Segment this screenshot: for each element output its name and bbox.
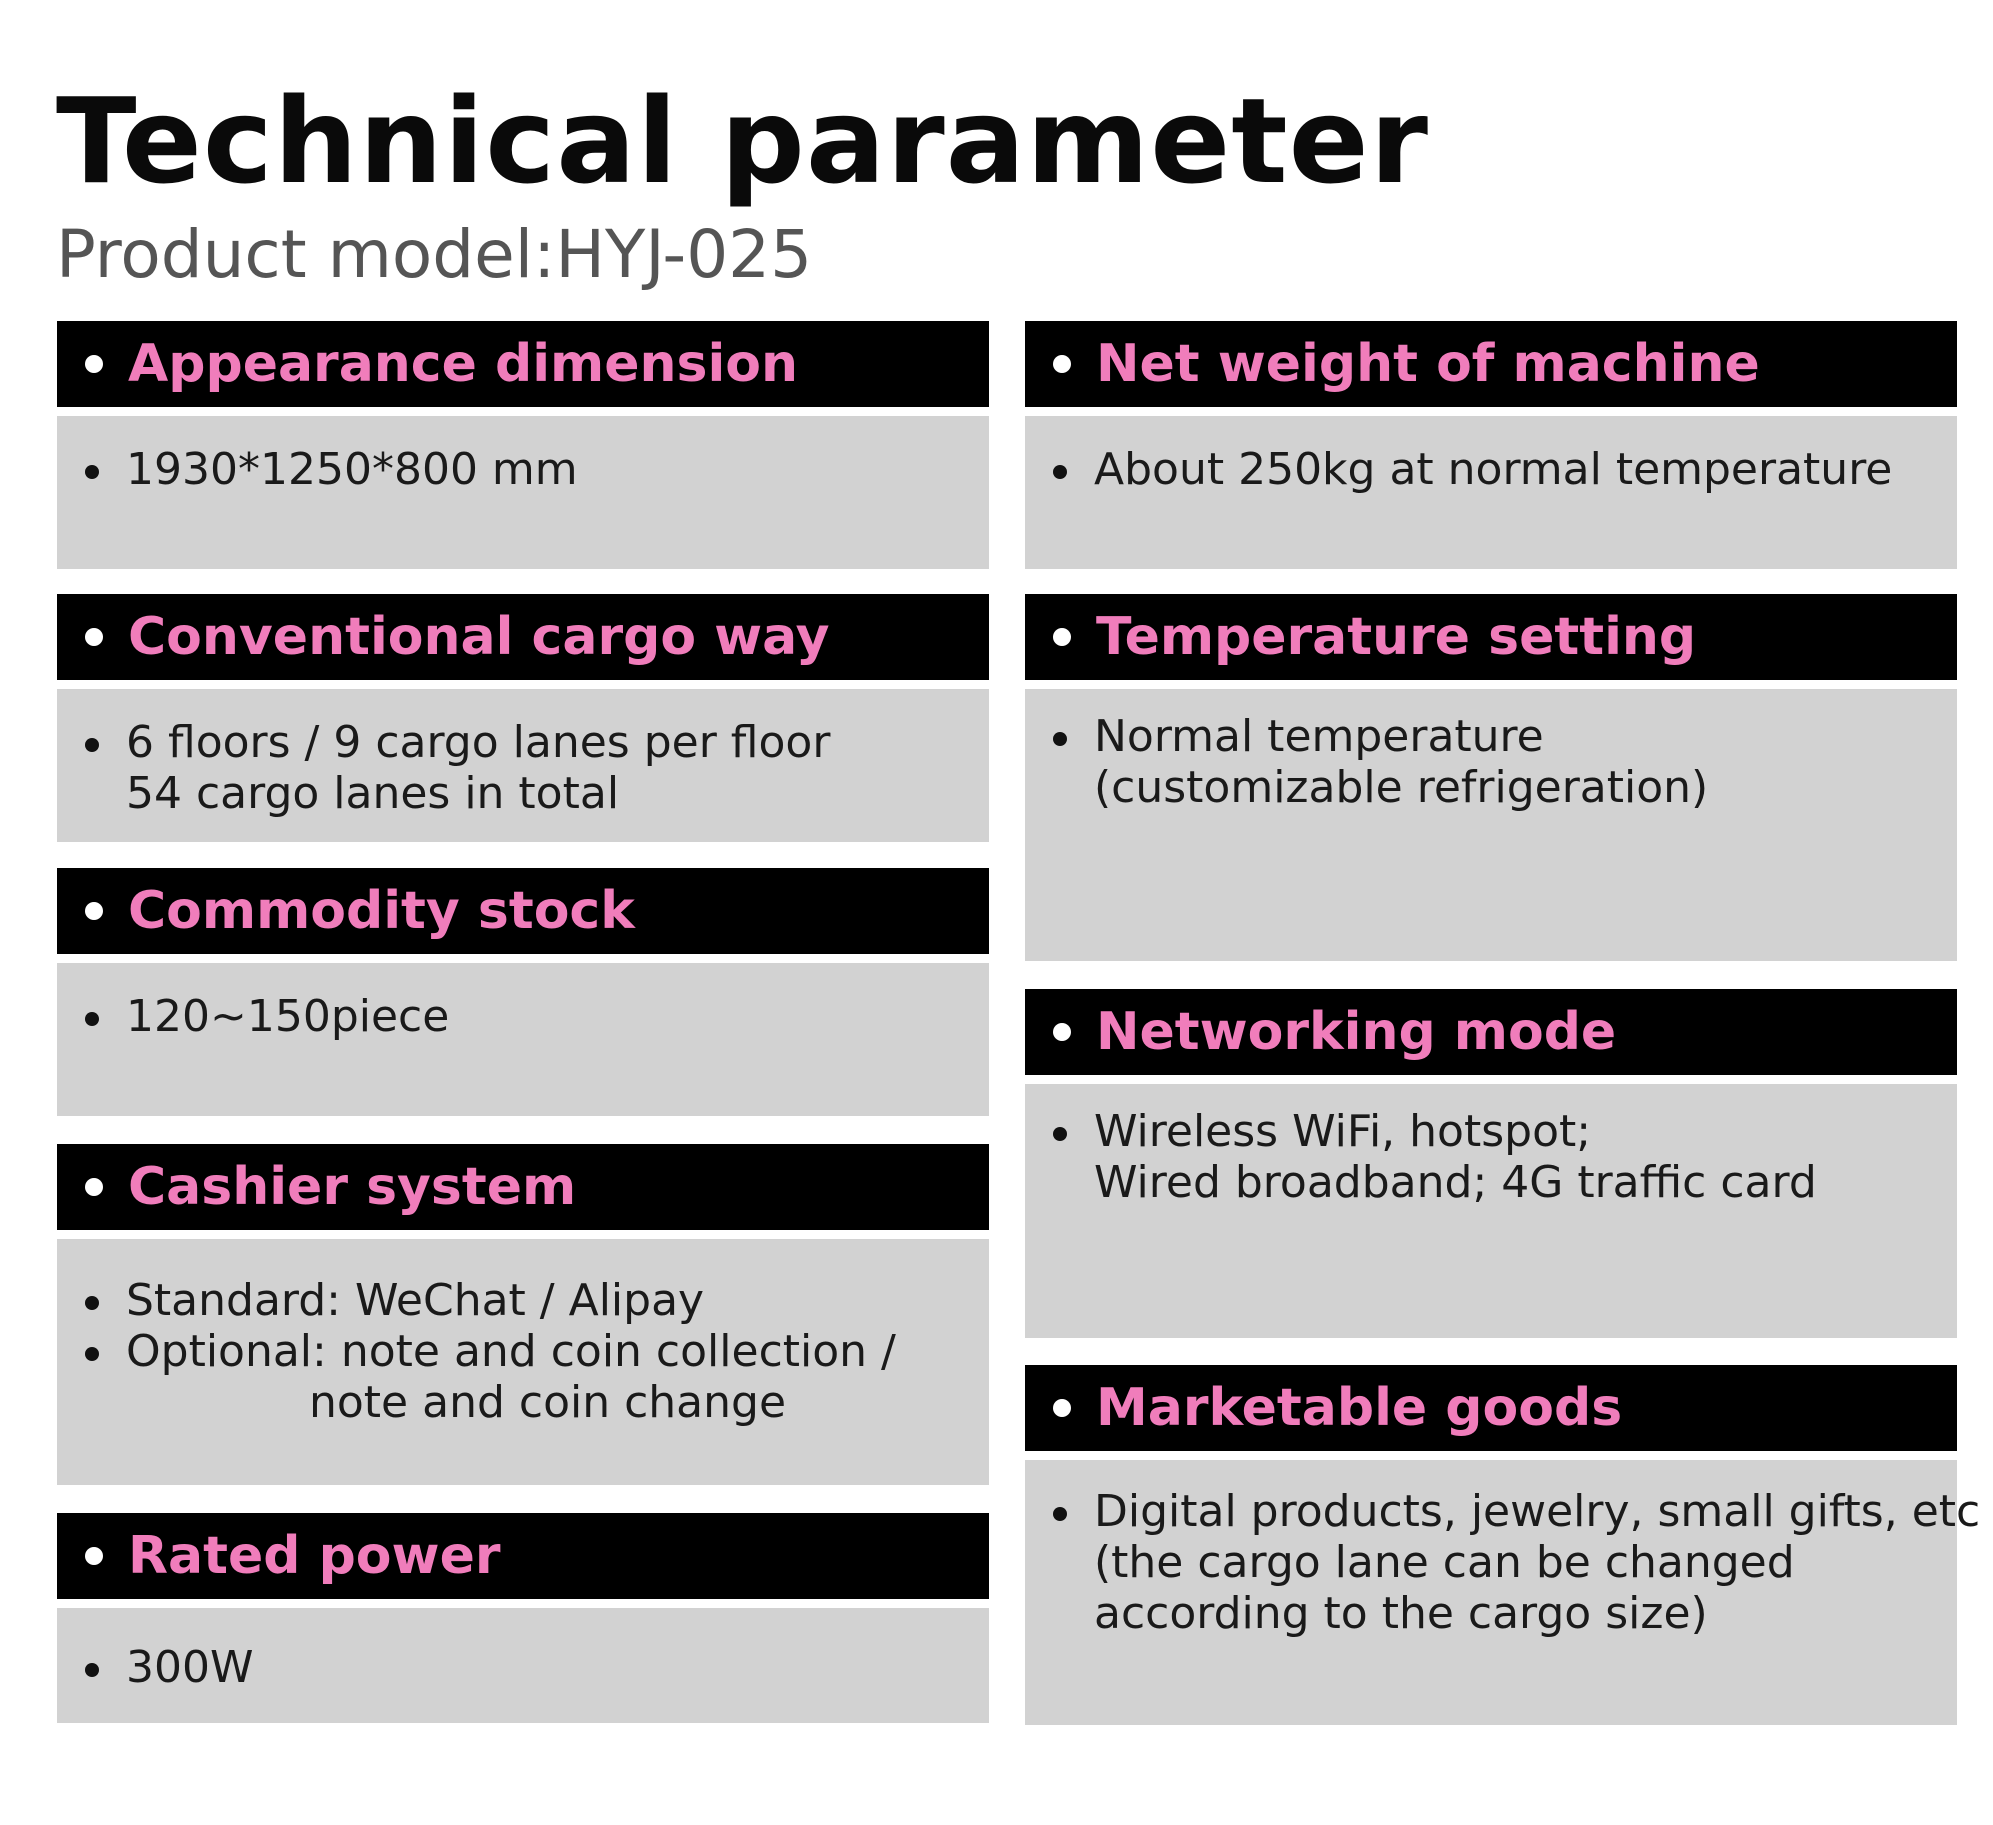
bullet-icon bbox=[1053, 1127, 1067, 1141]
item-text: Standard: WeChat / Alipay bbox=[126, 1275, 705, 1326]
card-header: Conventional cargo way bbox=[57, 594, 989, 680]
card-title: Net weight of machine bbox=[1096, 334, 1760, 394]
bullet-icon bbox=[85, 738, 99, 752]
list-item: 300W bbox=[85, 1642, 969, 1693]
item-text: 1930*1250*800 mm bbox=[126, 444, 578, 495]
card-rated-power: Rated power 300W bbox=[57, 1513, 989, 1723]
item-text: 6 floors / 9 cargo lanes per floor bbox=[126, 717, 831, 768]
list-item: About 250kg at normal temperature bbox=[1053, 444, 1937, 495]
card-body: 1930*1250*800 mm bbox=[57, 416, 989, 569]
card-body: Normal temperature (customizable refrige… bbox=[1025, 689, 1957, 961]
page-title: Technical parameter bbox=[56, 72, 1429, 210]
list-item: 120~150piece bbox=[85, 991, 969, 1042]
list-item: Normal temperature (customizable refrige… bbox=[1053, 711, 1937, 813]
bullet-icon bbox=[85, 1296, 99, 1310]
item-text: (the cargo lane can be changed bbox=[1094, 1537, 1795, 1588]
card-title: Rated power bbox=[128, 1526, 501, 1586]
bullet-icon bbox=[85, 1178, 103, 1196]
card-title: Appearance dimension bbox=[128, 334, 799, 394]
card-header: Commodity stock bbox=[57, 868, 989, 954]
card-header: Temperature setting bbox=[1025, 594, 1957, 680]
card-networking-mode: Networking mode Wireless WiFi, hotspot; … bbox=[1025, 989, 1957, 1338]
item-text: Wired broadband; 4G traffic card bbox=[1094, 1157, 1817, 1208]
bullet-icon bbox=[85, 628, 103, 646]
card-title: Conventional cargo way bbox=[128, 607, 830, 667]
card-net-weight: Net weight of machine About 250kg at nor… bbox=[1025, 321, 1957, 569]
bullet-icon bbox=[1053, 1399, 1071, 1417]
card-header: Net weight of machine bbox=[1025, 321, 1957, 407]
item-text: 300W bbox=[126, 1642, 254, 1693]
card-title: Networking mode bbox=[1096, 1002, 1617, 1062]
card-body: About 250kg at normal temperature bbox=[1025, 416, 1957, 569]
card-header: Appearance dimension bbox=[57, 321, 989, 407]
bullet-icon bbox=[85, 355, 103, 373]
list-item: 1930*1250*800 mm bbox=[85, 444, 969, 495]
card-conventional-cargo-way: Conventional cargo way 6 floors / 9 carg… bbox=[57, 594, 989, 842]
list-item: Standard: WeChat / Alipay bbox=[85, 1275, 969, 1326]
item-text: About 250kg at normal temperature bbox=[1094, 444, 1893, 495]
item-text: 120~150piece bbox=[126, 991, 450, 1042]
item-text: Optional: note and coin collection / bbox=[126, 1326, 896, 1377]
card-header: Cashier system bbox=[57, 1144, 989, 1230]
item-text: according to the cargo size) bbox=[1094, 1588, 1708, 1639]
bullet-icon bbox=[1053, 1023, 1071, 1041]
bullet-icon bbox=[85, 465, 99, 479]
card-body: Digital products, jewelry, small gifts, … bbox=[1025, 1460, 1980, 1725]
card-appearance-dimension: Appearance dimension 1930*1250*800 mm bbox=[57, 321, 989, 569]
card-temperature-setting: Temperature setting Normal temperature (… bbox=[1025, 594, 1957, 961]
item-text: note and coin change bbox=[309, 1377, 787, 1428]
bullet-icon bbox=[85, 1663, 99, 1677]
item-text: Normal temperature bbox=[1094, 711, 1544, 762]
card-body: Standard: WeChat / Alipay Optional: note… bbox=[57, 1239, 989, 1485]
list-item: Optional: note and coin collection / not… bbox=[85, 1326, 969, 1428]
bullet-icon bbox=[85, 1012, 99, 1026]
bullet-icon bbox=[85, 902, 103, 920]
item-text: 54 cargo lanes in total bbox=[126, 768, 620, 819]
bullet-icon bbox=[85, 1347, 99, 1361]
card-title: Commodity stock bbox=[128, 881, 635, 941]
bullet-icon bbox=[1053, 1507, 1067, 1521]
card-commodity-stock: Commodity stock 120~150piece bbox=[57, 868, 989, 1116]
card-title: Temperature setting bbox=[1096, 607, 1697, 667]
card-body: 120~150piece bbox=[57, 963, 989, 1116]
bullet-icon bbox=[85, 1547, 103, 1565]
product-model: Product model:HYJ-025 bbox=[56, 216, 813, 293]
bullet-icon bbox=[1053, 355, 1071, 373]
item-text: (customizable refrigeration) bbox=[1094, 762, 1709, 813]
item-text: Digital products, jewelry, small gifts, … bbox=[1094, 1486, 1981, 1537]
card-body: 300W bbox=[57, 1608, 989, 1723]
card-header: Rated power bbox=[57, 1513, 989, 1599]
card-title: Cashier system bbox=[128, 1157, 577, 1217]
list-item: Wireless WiFi, hotspot; Wired broadband;… bbox=[1053, 1106, 1937, 1208]
card-title: Marketable goods bbox=[1096, 1378, 1623, 1438]
bullet-icon bbox=[1053, 732, 1067, 746]
bullet-icon bbox=[1053, 628, 1071, 646]
bullet-icon bbox=[1053, 465, 1067, 479]
list-item: Digital products, jewelry, small gifts, … bbox=[1053, 1486, 1980, 1639]
card-body: 6 floors / 9 cargo lanes per floor 54 ca… bbox=[57, 689, 989, 842]
card-cashier-system: Cashier system Standard: WeChat / Alipay… bbox=[57, 1144, 989, 1485]
card-marketable-goods: Marketable goods Digital products, jewel… bbox=[1025, 1365, 1980, 1725]
list-item: 6 floors / 9 cargo lanes per floor 54 ca… bbox=[85, 717, 969, 819]
item-text: Wireless WiFi, hotspot; bbox=[1094, 1106, 1592, 1157]
card-header: Networking mode bbox=[1025, 989, 1957, 1075]
card-body: Wireless WiFi, hotspot; Wired broadband;… bbox=[1025, 1084, 1957, 1338]
card-header: Marketable goods bbox=[1025, 1365, 1957, 1451]
